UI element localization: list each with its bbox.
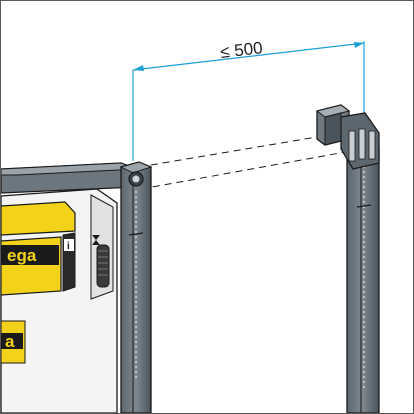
- info-icon: i: [67, 241, 70, 252]
- alignment-dashes: [138, 131, 352, 190]
- brand-logo-text: ega: [7, 246, 37, 265]
- hourglass-icon: [92, 235, 100, 245]
- brand-panel: ega i: [1, 201, 76, 296]
- left-frame-top-rail: [1, 162, 138, 194]
- right-vertical-post: [346, 140, 380, 413]
- dimension-label: ≤ 500: [219, 38, 263, 62]
- lower-label: a: [1, 320, 26, 364]
- lower-label-text: a: [5, 332, 15, 351]
- dimension-line: [132, 41, 365, 161]
- mounting-bracket: [315, 104, 380, 170]
- left-vertical-post: [119, 161, 153, 413]
